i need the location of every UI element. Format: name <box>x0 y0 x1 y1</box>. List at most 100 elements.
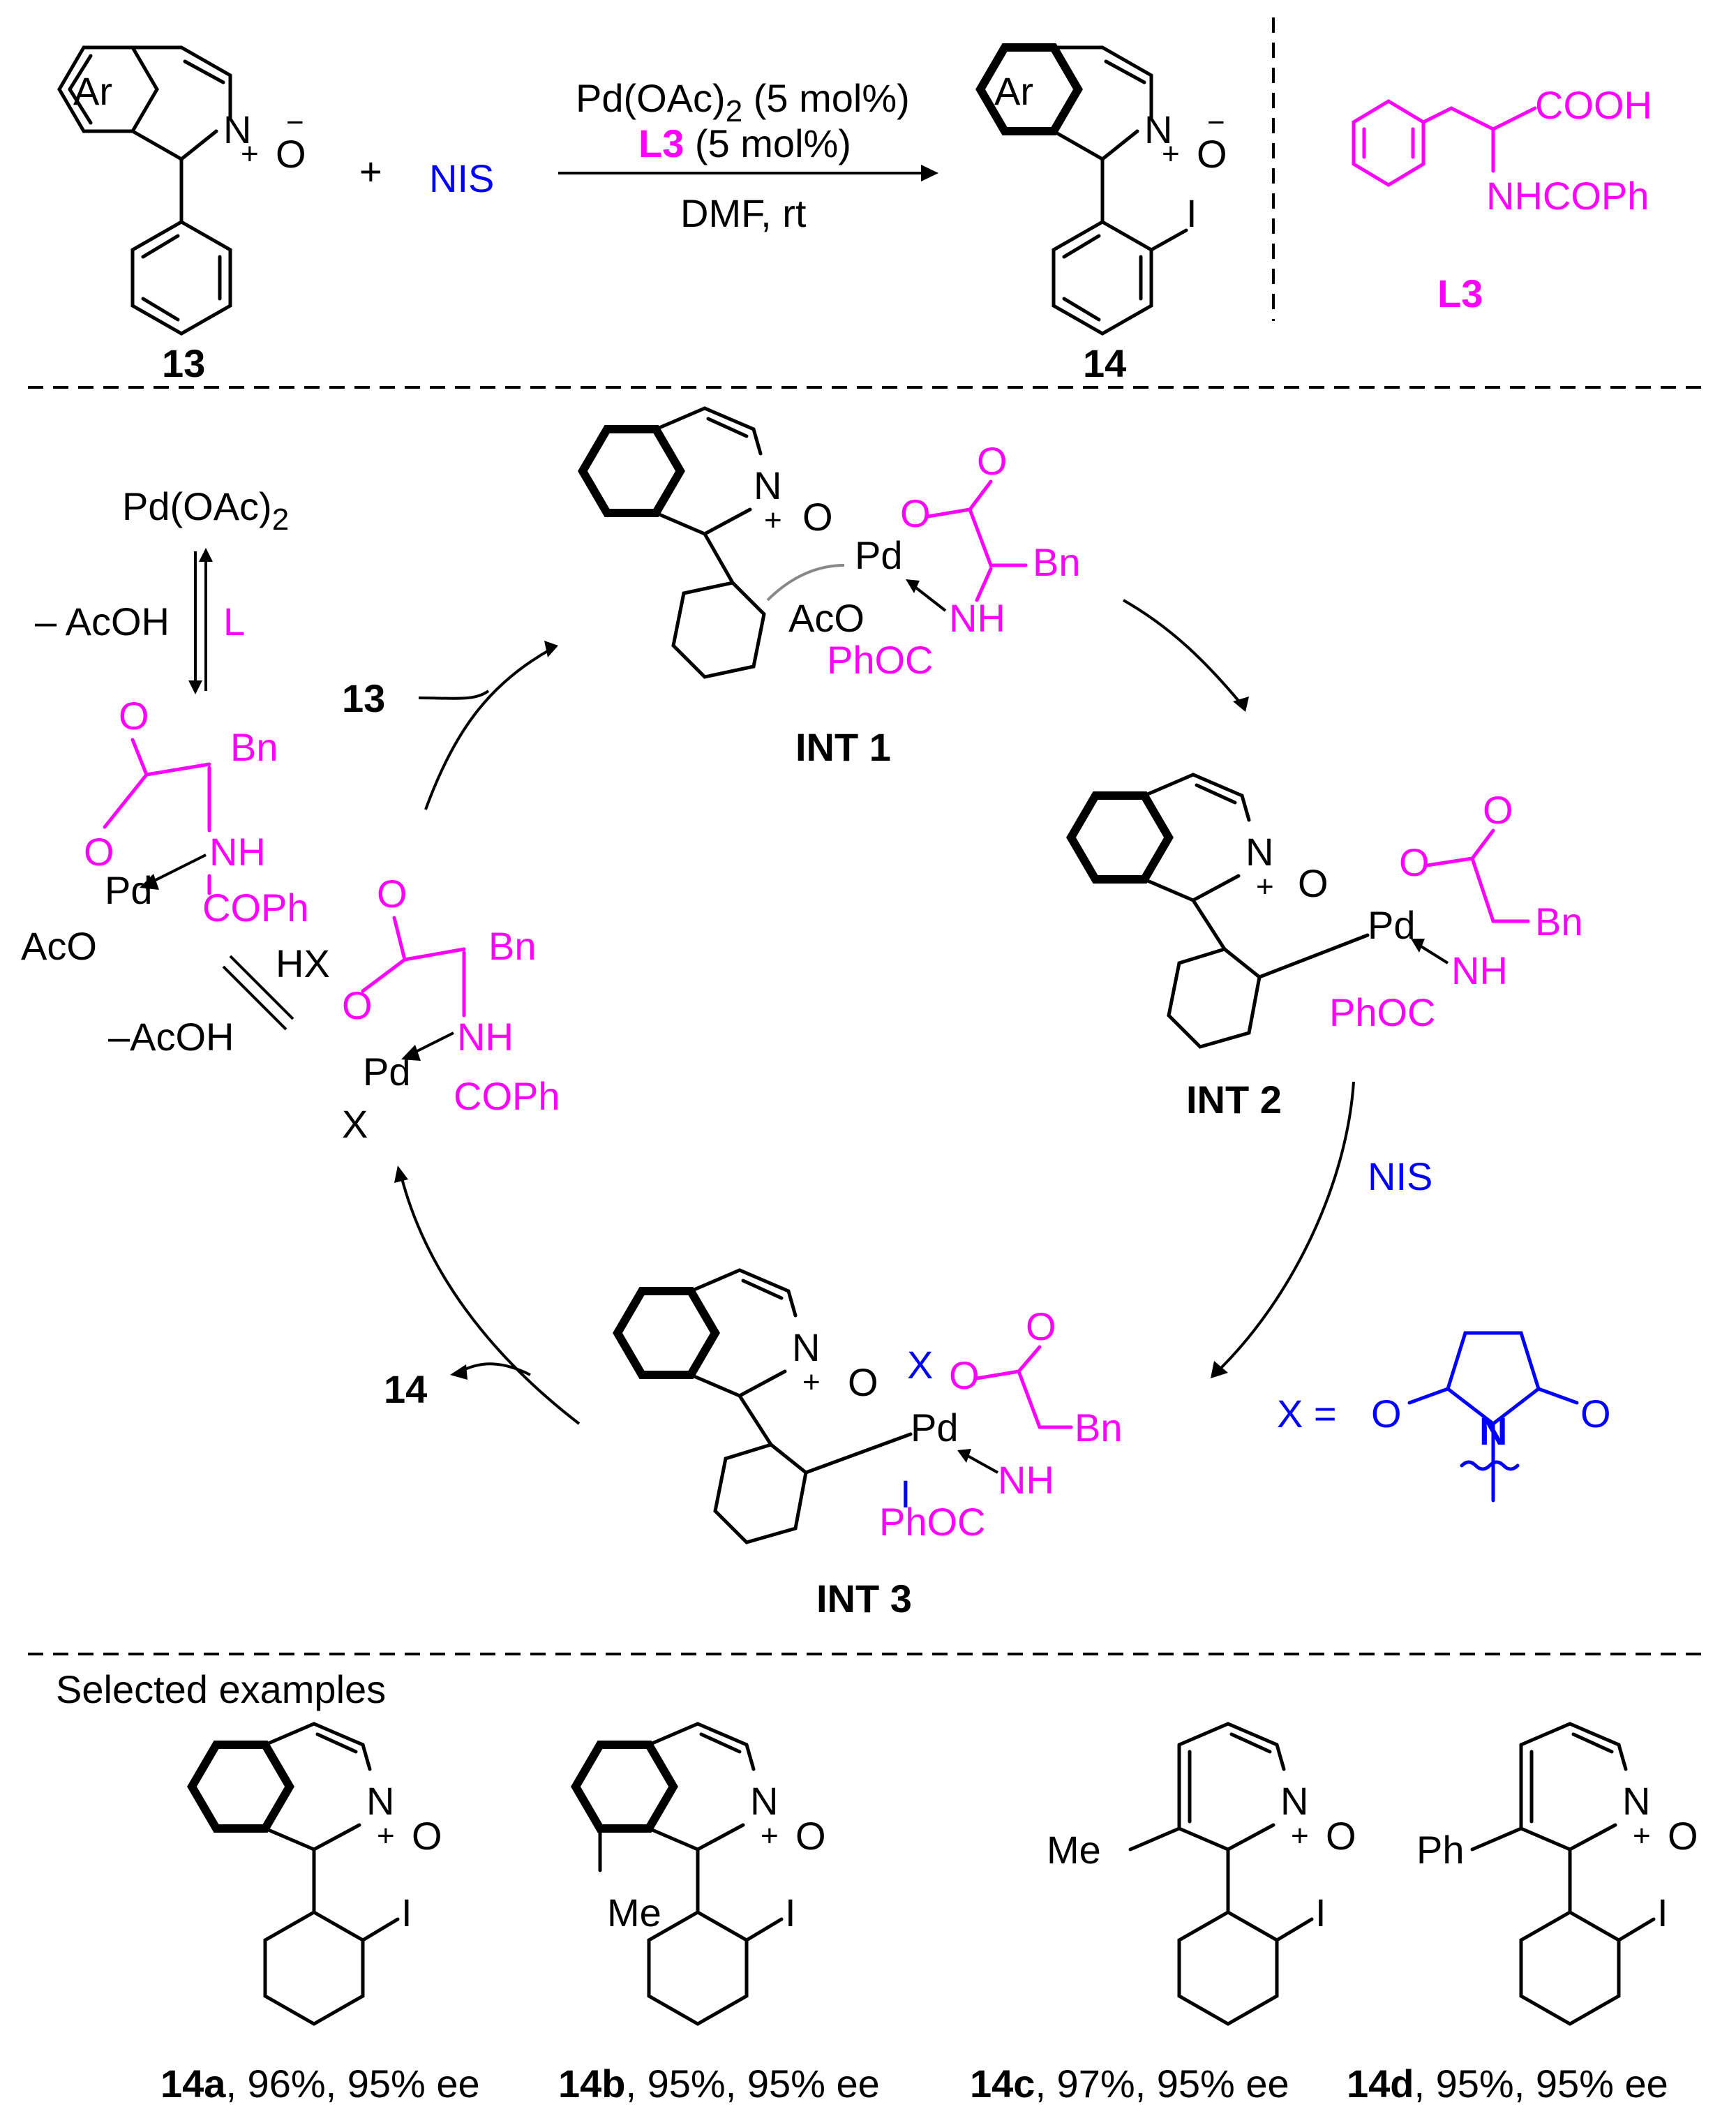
ex-a-o: O <box>412 1814 442 1858</box>
example-14b: Me N + O I 14b, 95%, 95% ee <box>558 1722 880 2106</box>
bn-cat: Bn <box>230 725 278 769</box>
int2: N + O Pd O O Bn NH PhOC INT 2 <box>1066 773 1583 1122</box>
int1-o: O <box>802 495 833 539</box>
o-atom: O <box>276 132 306 176</box>
ex-c-o: O <box>1326 1814 1356 1858</box>
int1-o-lig: O <box>900 491 931 535</box>
example-14a: N + O I 14a, 96%, 95% ee <box>160 1722 480 2106</box>
ar-label: Ar <box>73 69 112 113</box>
int1-phoc: PhOC <box>827 638 934 682</box>
reaction-arrow-top <box>558 165 938 181</box>
int1-n: N <box>754 463 781 507</box>
carbonyl-o-x: O <box>377 872 407 916</box>
int3-o-lig: O <box>949 1353 980 1397</box>
ex-a-n: N <box>366 1779 394 1823</box>
ex-d-n: N <box>1622 1779 1650 1823</box>
nh-x: NH <box>457 1015 514 1059</box>
o-atom-product: O <box>1197 132 1227 176</box>
condition-2: L3 (5 mol%) <box>638 121 851 165</box>
hx: HX <box>276 941 330 985</box>
cycle-arrow-3 <box>1220 1081 1355 1369</box>
example-14b-caption: 14b, 95%, 95% ee <box>558 2062 880 2106</box>
int1-carbonyl-o: O <box>977 439 1008 483</box>
ligand-amide: NHCOPh <box>1486 174 1649 218</box>
int2-o-lig: O <box>1399 840 1430 884</box>
int2-n: N <box>1245 830 1273 874</box>
nh-cat: NH <box>209 830 266 874</box>
int1-bn: Bn <box>1033 540 1081 584</box>
examples-heading: Selected examples <box>56 1667 386 1711</box>
cophe-x: COPh <box>454 1074 560 1118</box>
plus-sign: + <box>359 149 382 193</box>
o-atom-x: O <box>342 983 373 1027</box>
condition-3: DMF, rt <box>680 191 807 235</box>
n-atom: N <box>223 107 251 151</box>
succ-o-right: O <box>1580 1392 1611 1436</box>
int3-phoc: PhOC <box>879 1500 986 1544</box>
ex-d-o: O <box>1668 1814 1698 1858</box>
ex-c-plus: + <box>1291 1819 1309 1853</box>
ex-d-i: I <box>1657 1891 1668 1935</box>
ex-a-i: I <box>401 1891 412 1935</box>
product-label: 14 <box>1083 341 1126 385</box>
carbonyl-o-cat: O <box>119 694 149 738</box>
int1-nh: NH <box>949 596 1005 640</box>
precursor-block: Pd(OAc)2 – AcOH L <box>35 484 289 694</box>
in-13: 13 <box>342 676 385 720</box>
example-14a-caption: 14a, 96%, 95% ee <box>160 2062 480 2106</box>
reactant-label: 13 <box>162 341 205 385</box>
int2-plus: + <box>1256 870 1274 904</box>
ex-d-plus: + <box>1633 1819 1651 1853</box>
plus-charge-product: + <box>1162 137 1180 171</box>
ligand-cooh: COOH <box>1535 83 1652 127</box>
ex-c-me: Me <box>1047 1828 1101 1872</box>
o-atom-cat: O <box>84 830 114 874</box>
int1-label: INT 1 <box>795 725 891 769</box>
example-14d-caption: 14d, 95%, 95% ee <box>1347 2062 1668 2106</box>
product-14: Ar N O + − I 14 <box>975 43 1227 385</box>
pd-x-ligand: HX –AcOH O Pd X O Bn NH COPh <box>108 872 560 1146</box>
minus-charge-product: − <box>1207 105 1225 140</box>
minus-acoh-1: – AcOH <box>35 599 170 643</box>
int3-o: O <box>848 1360 878 1404</box>
int3-plus: + <box>802 1365 821 1399</box>
nis-reagent: NIS <box>429 156 494 200</box>
example-14c: Me N + O I 14c, 97%, 95% ee <box>970 1722 1356 2106</box>
out-14: 14 <box>384 1367 427 1411</box>
ar-label-product: Ar <box>994 69 1033 113</box>
ligand-label: L3 <box>1437 271 1483 315</box>
succ-n: N <box>1479 1409 1507 1453</box>
ex-b-i: I <box>785 1891 796 1935</box>
out-14-arrow <box>460 1362 531 1376</box>
cycle-arrow-1 <box>424 648 552 810</box>
int1-pd: Pd <box>855 533 903 577</box>
int1-aco: AcO <box>788 596 865 640</box>
int2-bn: Bn <box>1535 900 1583 944</box>
int3-nh: NH <box>998 1458 1054 1502</box>
int2-carbonyl-o: O <box>1483 788 1513 832</box>
example-14d: Ph N + O I 14d, 95%, 95% ee <box>1347 1722 1698 2106</box>
iodo-product: I <box>1186 191 1197 235</box>
minus-charge: − <box>286 105 304 140</box>
cophe-cat: COPh <box>202 886 309 930</box>
plus-charge: + <box>241 137 259 171</box>
int2-o: O <box>1298 861 1329 905</box>
x-atom: X <box>342 1102 368 1146</box>
pd-ligand-acetate: O Pd AcO Bn NH COPh O <box>21 694 309 968</box>
nis-cycle: NIS <box>1368 1154 1432 1198</box>
pd-x: Pd <box>363 1050 411 1094</box>
succ-o-left: O <box>1371 1392 1402 1436</box>
ex-b-me: Me <box>607 1891 661 1935</box>
x-equals: X = <box>1277 1392 1337 1436</box>
bn-x: Bn <box>488 924 537 968</box>
ex-c-i: I <box>1315 1891 1326 1935</box>
cycle-arrow-4 <box>400 1175 581 1425</box>
in-13-arrow <box>418 690 490 700</box>
ex-c-n: N <box>1280 1779 1308 1823</box>
pd-oac2: Pd(OAc)2 <box>122 484 289 537</box>
ligand-l: L <box>223 599 245 643</box>
int2-nh: NH <box>1451 948 1508 992</box>
int3-bn: Bn <box>1075 1406 1123 1450</box>
ex-b-o: O <box>795 1814 826 1858</box>
int3-i: I <box>900 1472 911 1516</box>
